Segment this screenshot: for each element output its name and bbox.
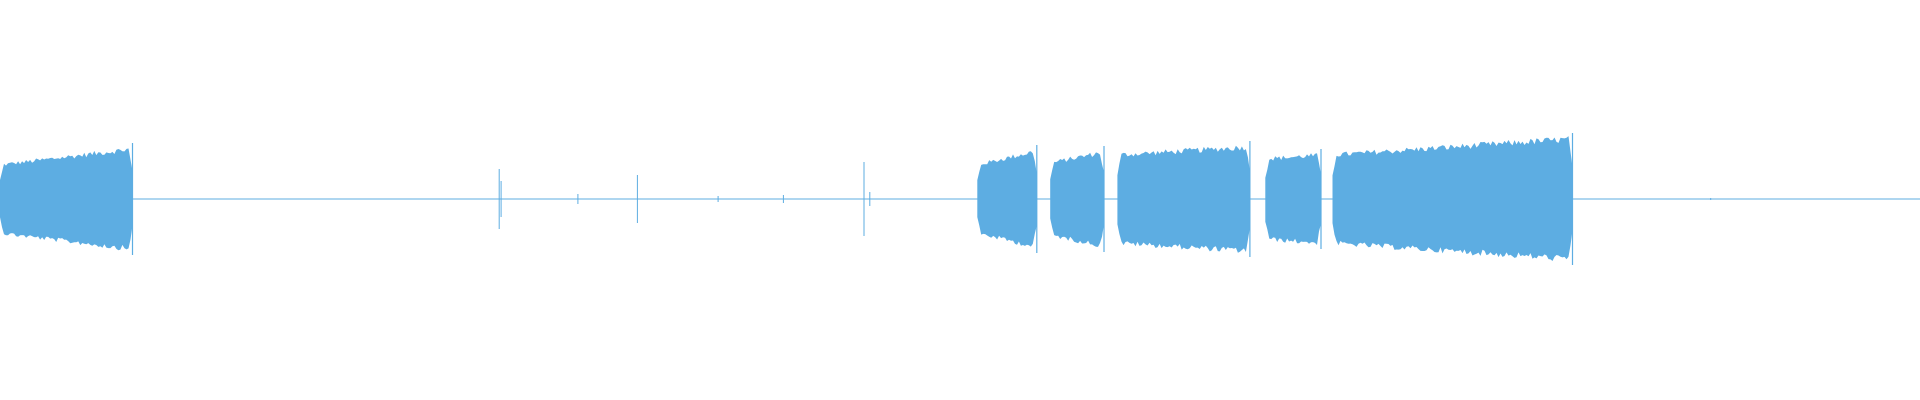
waveform-transients bbox=[498, 162, 1712, 236]
waveform-segment-6 bbox=[1332, 136, 1573, 261]
waveform-segment-2 bbox=[977, 151, 1037, 247]
waveform-segment-1 bbox=[0, 148, 133, 251]
waveform-segments bbox=[0, 133, 1574, 265]
waveform-segment-5 bbox=[1265, 153, 1321, 245]
waveform-segment-4 bbox=[1117, 145, 1250, 253]
waveform-segment-3 bbox=[1050, 152, 1104, 247]
